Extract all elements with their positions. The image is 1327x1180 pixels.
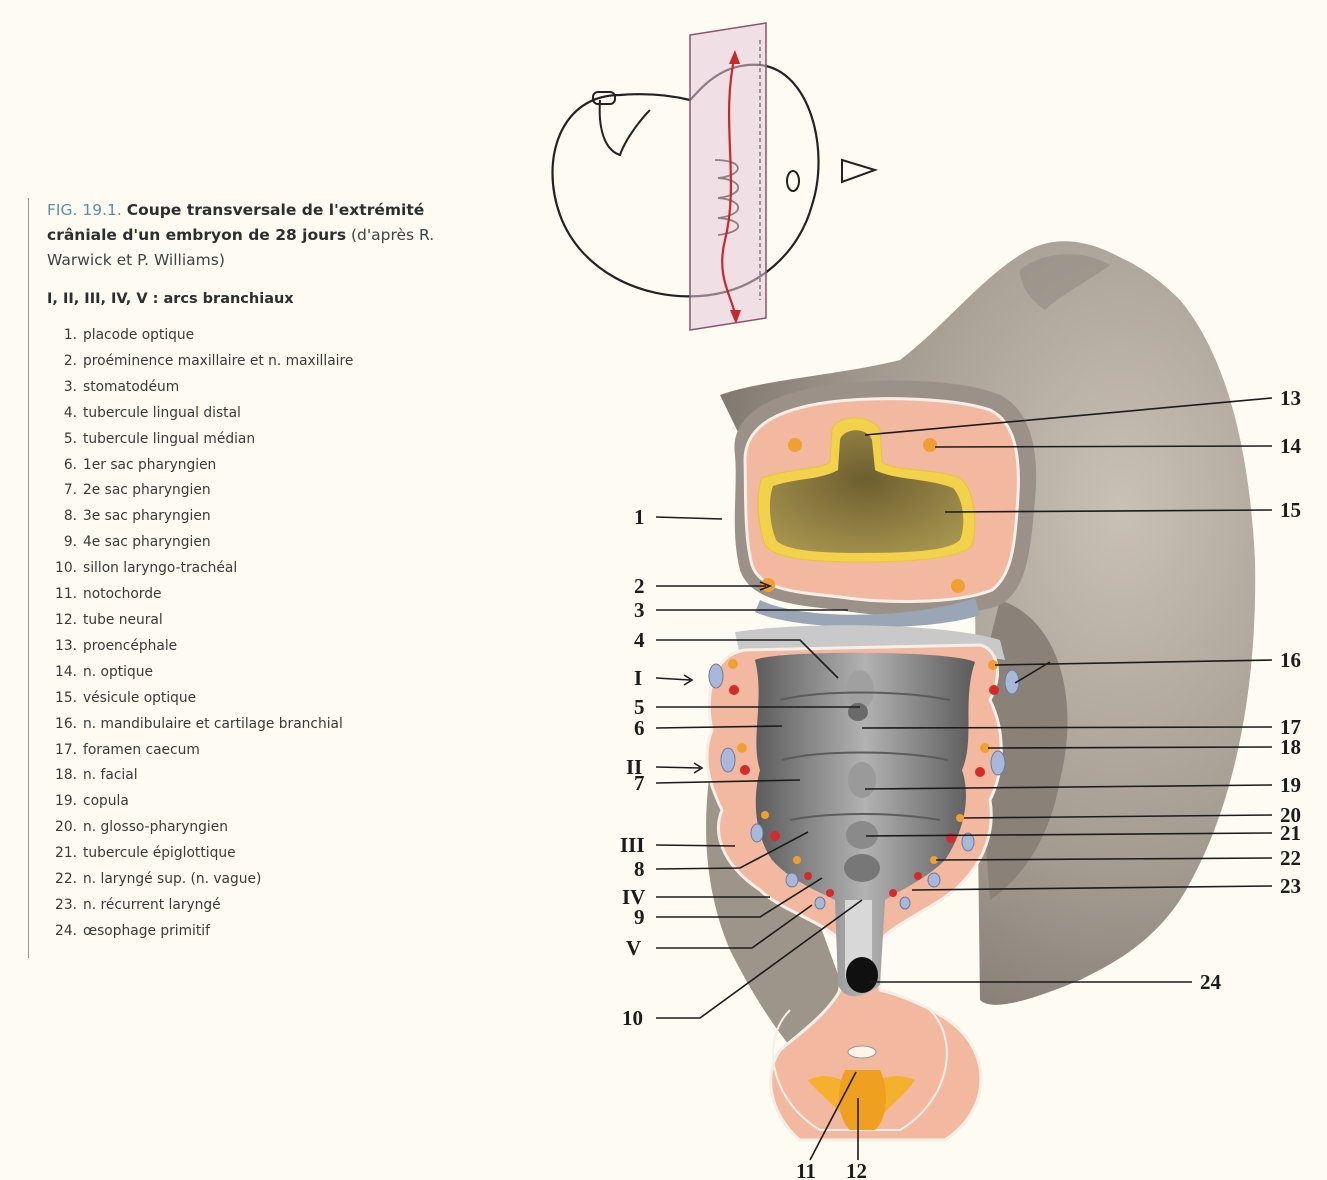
label-15: 15	[1280, 498, 1301, 522]
label-14: 14	[1280, 434, 1302, 458]
head-section	[734, 381, 1036, 628]
label-21: 21	[1280, 821, 1301, 845]
label-arc-IV: IV	[622, 885, 645, 909]
orientation-sketch	[553, 23, 876, 330]
label-16: 16	[1280, 648, 1301, 672]
label-2: 2	[634, 574, 645, 598]
label-4: 4	[634, 628, 645, 652]
label-23: 23	[1280, 874, 1301, 898]
label-18: 18	[1280, 735, 1301, 759]
label-arc-II: II	[626, 755, 642, 779]
label-1: 1	[634, 505, 645, 529]
label-22: 22	[1280, 846, 1301, 870]
label-arc-I: I	[634, 666, 642, 690]
label-24: 24	[1200, 970, 1222, 994]
label-13: 13	[1280, 386, 1301, 410]
pharynx-section	[707, 625, 1005, 1140]
label-6: 6	[634, 716, 645, 740]
label-11: 11	[796, 1159, 816, 1180]
label-arc-V: V	[626, 936, 641, 960]
label-12: 12	[846, 1159, 867, 1180]
label-10: 10	[622, 1006, 643, 1030]
label-3: 3	[634, 598, 645, 622]
label-8: 8	[634, 857, 645, 881]
label-19: 19	[1280, 773, 1301, 797]
label-arc-III: III	[620, 833, 645, 857]
